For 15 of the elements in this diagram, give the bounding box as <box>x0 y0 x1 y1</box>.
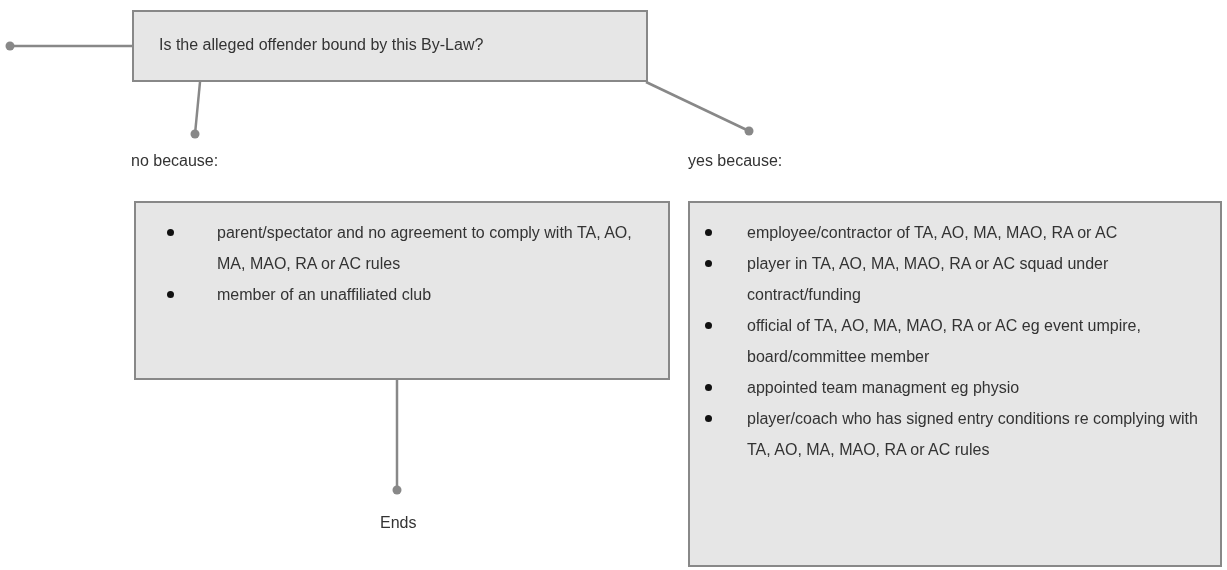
connector-line <box>190 81 202 139</box>
branch-label: Ends <box>380 510 424 536</box>
list-item: player/coach who has signed entry conditions re complying with TA, AO, MA, MAO, RA or AC rules <box>747 409 1199 460</box>
question-box <box>132 10 648 82</box>
reason-box <box>688 201 1222 567</box>
connector-line <box>645 80 754 136</box>
list-item: appointed team managment eg physio <box>747 378 1021 398</box>
reason-box <box>134 201 670 380</box>
list-item: employee/contractor of TA, AO, MA, MAO, RA or AC <box>747 223 1119 243</box>
branch-label: no because: <box>131 148 261 174</box>
connector-line <box>5 41 132 51</box>
list-item: member of an unaffiliated club <box>217 285 433 305</box>
question-text: Is the alleged offender bound by this By-Law? <box>159 35 485 55</box>
connector-line <box>392 380 402 495</box>
branch-label: yes because: <box>688 148 828 174</box>
